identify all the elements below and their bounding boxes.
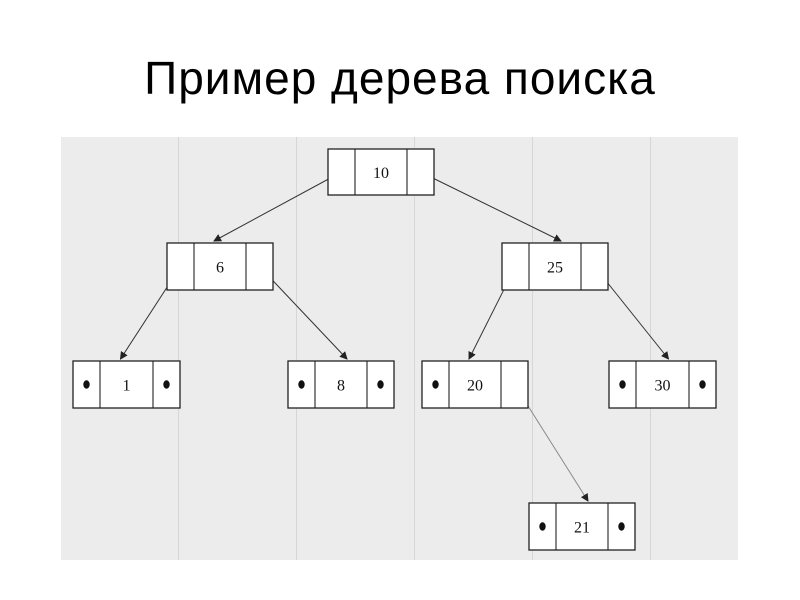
null-pointer-dot	[163, 380, 170, 389]
node-box	[421, 360, 529, 409]
null-pointer-dot	[619, 380, 626, 389]
node-key-label: 25	[547, 260, 563, 277]
child-pointer-arrow	[259, 266, 348, 360]
null-pointer-dot	[432, 380, 439, 389]
slide-title: Пример дерева поиска	[144, 52, 656, 104]
node-key-label: 6	[216, 260, 224, 277]
node-box	[608, 360, 717, 409]
null-pointer-dot	[83, 380, 90, 389]
node-key-label: 10	[373, 165, 389, 182]
null-pointer-dot	[618, 522, 625, 531]
node-box	[501, 242, 609, 291]
tree-node: 25	[501, 242, 609, 291]
edges-layer	[119, 171, 670, 502]
null-pointer-dot	[699, 380, 706, 389]
node-key-label: 21	[574, 520, 590, 537]
nodes-layer: 10 6 25 1 8 20 30 21	[72, 148, 717, 551]
node-key-label: 30	[655, 378, 671, 395]
node-box	[327, 148, 435, 196]
tree-node: 6	[166, 242, 274, 291]
null-pointer-dot	[298, 380, 305, 389]
node-box	[528, 502, 636, 551]
node-key-label: 20	[467, 378, 483, 395]
tree-node: 20	[421, 360, 529, 409]
node-key-label: 8	[337, 378, 345, 395]
tree-node: 21	[528, 502, 636, 551]
node-box	[166, 242, 274, 291]
node-box	[287, 360, 395, 409]
tree-node: 1	[72, 360, 181, 409]
tree-node: 8	[287, 360, 395, 409]
tree-figure-background	[61, 137, 738, 560]
node-key-label: 1	[123, 378, 131, 395]
tree-node: 30	[608, 360, 717, 409]
child-pointer-arrow	[213, 171, 342, 242]
null-pointer-dot	[539, 522, 546, 531]
node-box	[72, 360, 181, 409]
null-pointer-dot	[377, 380, 384, 389]
child-pointer-arrow	[420, 171, 562, 242]
tree-node: 10	[327, 148, 435, 196]
